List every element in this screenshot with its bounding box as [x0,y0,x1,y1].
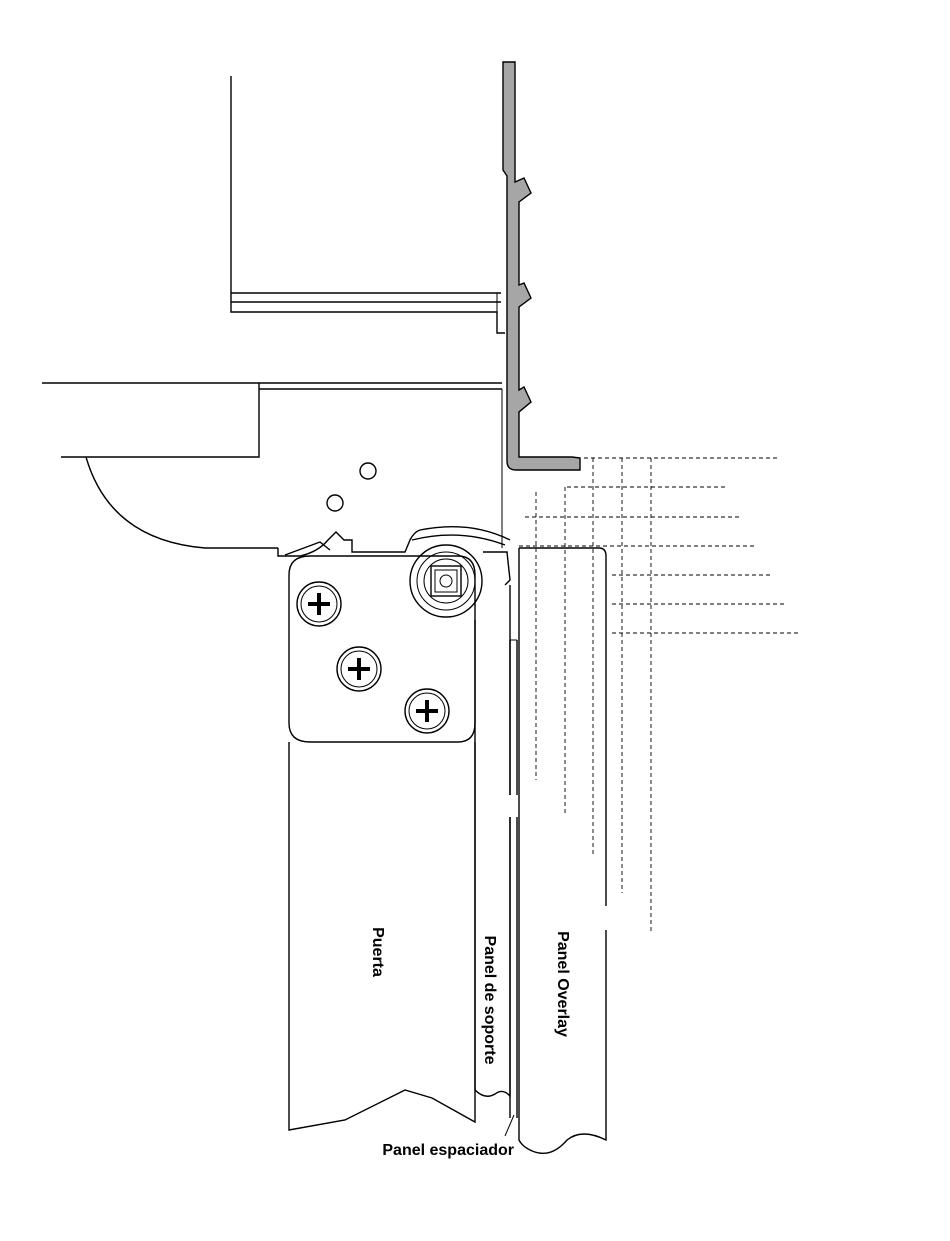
spacer-panel-section: Panel espaciador [382,640,520,1159]
support-panel-section: Panel de soporte [475,585,510,1096]
mounting-plate [289,545,510,742]
upper-cabinet [231,76,505,333]
phillips-screw-icon [297,582,341,626]
dimension-lines [519,458,800,932]
phillips-screw-icon [405,689,449,733]
wall-bracket [503,62,580,470]
spacer-panel-label: Panel espaciador [382,1142,514,1159]
phillips-screw-icon [337,647,381,691]
cabinet-frame [42,383,502,548]
door-label: Puerta [369,927,386,977]
support-panel-label: Panel de soporte [481,936,498,1065]
overlay-panel-label: Panel Overlay [554,931,571,1037]
overlay-panel-section: Panel Overlay [519,548,612,1153]
door-section: Puerta [289,742,475,1130]
hinge-body [86,457,510,556]
